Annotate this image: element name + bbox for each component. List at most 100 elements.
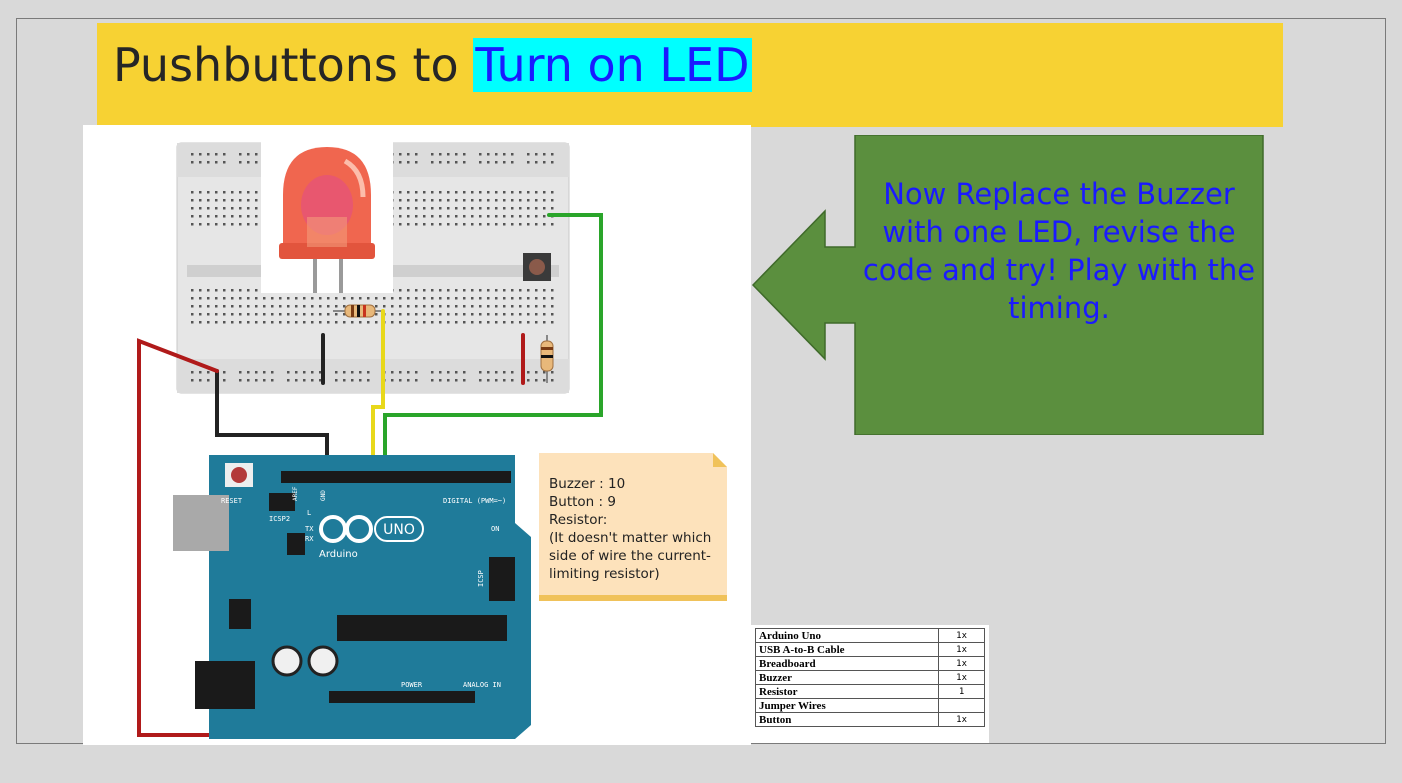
breadboard-hole <box>239 321 242 324</box>
breadboard-hole <box>455 199 458 202</box>
breadboard-hole <box>503 379 506 382</box>
breadboard-hole <box>247 379 250 382</box>
breadboard-hole <box>495 153 498 156</box>
breadboard-hole <box>471 215 474 218</box>
breadboard-hole <box>487 289 490 292</box>
breadboard-hole <box>447 199 450 202</box>
part-name: Jumper Wires <box>754 698 940 713</box>
breadboard-hole <box>415 371 418 374</box>
breadboard-hole <box>463 223 466 226</box>
breadboard-hole <box>439 297 442 300</box>
breadboard-hole <box>519 199 522 202</box>
breadboard-hole <box>415 199 418 202</box>
breadboard-hole <box>543 191 546 194</box>
breadboard-hole <box>287 371 290 374</box>
breadboard-hole <box>247 161 250 164</box>
breadboard-hole <box>463 313 466 316</box>
breadboard-hole <box>263 379 266 382</box>
breadboard-hole <box>511 289 514 292</box>
breadboard-hole <box>207 207 210 210</box>
breadboard-hole <box>447 223 450 226</box>
breadboard-hole <box>399 321 402 324</box>
arduino-board: UNO Arduino RESET ICSP2 DIGITAL (PWM=~) … <box>173 455 531 739</box>
breadboard-hole <box>199 207 202 210</box>
breadboard-hole <box>271 371 274 374</box>
breadboard-hole <box>519 289 522 292</box>
breadboard-hole <box>551 289 554 292</box>
breadboard-hole <box>367 371 370 374</box>
breadboard-hole <box>543 207 546 210</box>
breadboard-hole <box>399 207 402 210</box>
breadboard-hole <box>223 371 226 374</box>
breadboard-hole <box>399 199 402 202</box>
breadboard-hole <box>511 215 514 218</box>
breadboard-hole <box>503 207 506 210</box>
breadboard-hole <box>535 161 538 164</box>
part-name: Breadboard <box>754 656 940 671</box>
breadboard-hole <box>255 161 258 164</box>
table-row: Jumper Wires <box>754 698 985 713</box>
breadboard-hole <box>311 379 314 382</box>
breadboard-hole <box>207 191 210 194</box>
breadboard-hole <box>335 313 338 316</box>
breadboard-hole <box>367 321 370 324</box>
breadboard-hole <box>415 379 418 382</box>
breadboard-hole <box>399 215 402 218</box>
breadboard-hole <box>543 215 546 218</box>
breadboard-hole <box>527 191 530 194</box>
breadboard-hole <box>463 321 466 324</box>
breadboard-hole <box>255 305 258 308</box>
breadboard-hole <box>327 321 330 324</box>
breadboard-hole <box>551 313 554 316</box>
breadboard-hole <box>455 305 458 308</box>
breadboard-hole <box>487 207 490 210</box>
breadboard-hole <box>463 161 466 164</box>
breadboard-hole <box>519 215 522 218</box>
note-line: Buzzer : 10 <box>549 476 626 492</box>
breadboard-hole <box>503 223 506 226</box>
breadboard-hole <box>511 313 514 316</box>
breadboard-hole <box>439 313 442 316</box>
breadboard-hole <box>447 371 450 374</box>
breadboard-hole <box>479 215 482 218</box>
breadboard-hole <box>239 379 242 382</box>
breadboard-hole <box>455 207 458 210</box>
breadboard-hole <box>511 371 514 374</box>
breadboard-hole <box>255 153 258 156</box>
breadboard-hole <box>535 153 538 156</box>
breadboard-hole <box>487 297 490 300</box>
breadboard-hole <box>423 207 426 210</box>
breadboard-hole <box>543 297 546 300</box>
breadboard-hole <box>551 153 554 156</box>
breadboard-hole <box>415 297 418 300</box>
breadboard-hole <box>343 305 346 308</box>
breadboard-hole <box>311 371 314 374</box>
title-highlight: Turn on LED <box>473 38 752 92</box>
breadboard-hole <box>223 297 226 300</box>
breadboard-hole <box>543 321 546 324</box>
breadboard-hole <box>215 215 218 218</box>
slide: Pushbuttons to Turn on LED <box>16 18 1386 745</box>
breadboard-hole <box>199 223 202 226</box>
breadboard-hole <box>463 371 466 374</box>
breadboard-hole <box>511 153 514 156</box>
breadboard-hole <box>199 191 202 194</box>
circuit-illustration: UNO Arduino RESET ICSP2 DIGITAL (PWM=~) … <box>137 135 727 739</box>
breadboard-hole <box>295 313 298 316</box>
breadboard-hole <box>503 321 506 324</box>
icsp-label: ICSP <box>477 570 485 587</box>
breadboard-hole <box>495 297 498 300</box>
gnd-label: GND <box>320 490 327 501</box>
breadboard-hole <box>191 223 194 226</box>
circuit-diagram: UNO Arduino RESET ICSP2 DIGITAL (PWM=~) … <box>83 125 751 745</box>
breadboard-hole <box>479 199 482 202</box>
breadboard-hole <box>455 289 458 292</box>
breadboard-hole <box>247 371 250 374</box>
breadboard-hole <box>199 161 202 164</box>
breadboard-hole <box>335 379 338 382</box>
part-name: USB A-to-B Cable <box>754 642 940 657</box>
breadboard-hole <box>223 153 226 156</box>
breadboard-hole <box>247 223 250 226</box>
breadboard-hole <box>471 321 474 324</box>
